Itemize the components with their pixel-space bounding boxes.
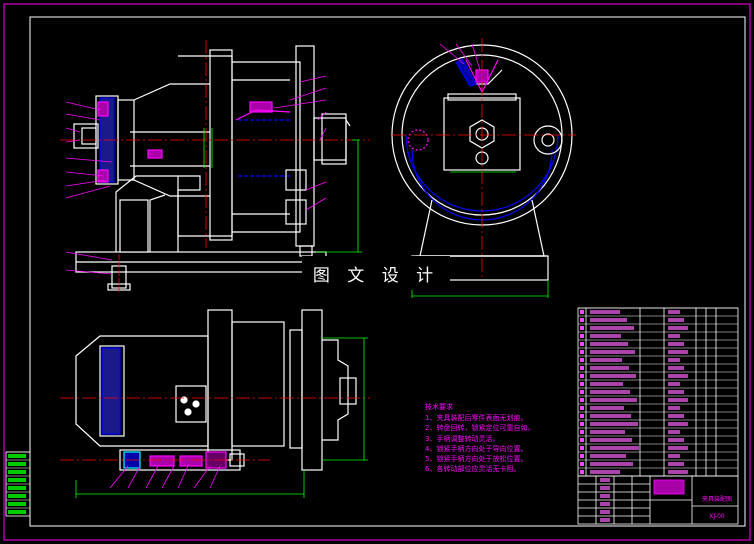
parts-row-index (580, 326, 584, 330)
parts-row-mark (668, 422, 688, 426)
parts-row-mark (668, 374, 688, 378)
notes-title: 技术要求 (425, 403, 453, 411)
stamp-row-mark (8, 462, 26, 466)
title-block-mark (600, 510, 610, 514)
parts-row-index (580, 462, 584, 466)
parts-row-mark (590, 358, 622, 362)
parts-row-mark (668, 366, 684, 370)
title-block-mark (600, 486, 610, 490)
parts-row-mark (668, 430, 680, 434)
stamp-row-mark (8, 486, 26, 490)
parts-row-mark (590, 334, 621, 338)
parts-row-mark (590, 318, 627, 322)
parts-row-index (580, 454, 584, 458)
parts-row-mark (590, 446, 639, 450)
parts-row-index (580, 406, 584, 410)
parts-row-index (580, 430, 584, 434)
parts-row-mark (590, 470, 620, 474)
parts-row-mark (590, 326, 634, 330)
parts-row-mark (668, 326, 688, 330)
front-view (60, 40, 370, 292)
parts-row-mark (590, 454, 626, 458)
parts-row-index (580, 438, 584, 442)
parts-row-index (580, 374, 584, 378)
parts-row-mark (590, 342, 628, 346)
stamp-row-mark (8, 502, 26, 506)
parts-row-mark (668, 382, 680, 386)
parts-row-index (580, 318, 584, 322)
parts-row-index (580, 422, 584, 426)
stamp-row-mark (8, 510, 26, 514)
drawing-name: 夹具装配图 (701, 496, 732, 503)
parts-row-mark (590, 390, 630, 394)
parts-row-mark (590, 382, 623, 386)
parts-row-index (580, 470, 584, 474)
parts-row-index (580, 414, 584, 418)
parts-row-mark (590, 350, 635, 354)
note-item: 6、各转动部位应灵活无卡阻。 (425, 465, 521, 474)
parts-row-mark (668, 342, 684, 346)
note-item: 3、手柄调整转动灵活。 (425, 434, 500, 443)
parts-row-mark (668, 438, 684, 442)
parts-row-mark (668, 462, 684, 466)
parts-row-mark (668, 406, 680, 410)
parts-row-mark (668, 446, 688, 450)
parts-row-mark (668, 454, 680, 458)
title-block (577, 475, 739, 525)
note-item: 1、夹具装配后零件表面无划痕。 (425, 414, 528, 423)
parts-row-index (580, 350, 584, 354)
parts-row-mark (590, 430, 625, 434)
parts-row-mark (590, 366, 629, 370)
parts-row-mark (668, 398, 688, 402)
outer-frame (3, 3, 751, 541)
parts-row-mark (590, 462, 633, 466)
parts-row-mark (590, 374, 636, 378)
parts-row-mark (668, 390, 684, 394)
parts-list (577, 307, 739, 477)
parts-row-mark (668, 350, 688, 354)
stamp-row-mark (8, 454, 26, 458)
parts-row-mark (668, 318, 684, 322)
title-block-mark (600, 502, 610, 506)
revision-stamp (5, 451, 31, 517)
parts-row-mark (590, 438, 632, 442)
title-block-mark (600, 518, 610, 522)
parts-row-index (580, 334, 584, 338)
side-view (391, 38, 576, 298)
parts-row-mark (668, 310, 680, 314)
stamp-row-mark (8, 470, 26, 474)
parts-row-mark (590, 414, 631, 418)
parts-row-index (580, 366, 584, 370)
parts-row-mark (590, 422, 638, 426)
title-block-mark (600, 494, 610, 498)
note-item: 5、锁紧手柄方向处于放松位置。 (425, 455, 528, 464)
parts-row-index (580, 398, 584, 402)
watermark: 图 文 设 计 (302, 256, 450, 290)
note-item: 4、锁紧手柄方向处于导向位置。 (425, 444, 528, 453)
stamp-row-mark (8, 494, 26, 498)
parts-row-index (580, 390, 584, 394)
parts-row-mark (668, 414, 684, 418)
inner-frame (29, 16, 746, 527)
parts-row-index (580, 382, 584, 386)
parts-row-index (580, 310, 584, 314)
parts-row-index (580, 358, 584, 362)
parts-row-mark (668, 358, 680, 362)
drawing-code: XJ-00 (709, 513, 725, 520)
parts-row-mark (668, 470, 688, 474)
stamp-row-mark (8, 478, 26, 482)
parts-row-mark (590, 398, 637, 402)
technical-notes: 技术要求 1、夹具装配后零件表面无划痕。 2、转盘回转，锁紧定位可靠自如。 3、… (425, 402, 534, 474)
title-block-mark (600, 478, 610, 482)
parts-row-mark (590, 406, 624, 410)
note-item: 2、转盘回转，锁紧定位可靠自如。 (425, 424, 535, 433)
parts-row-mark (668, 334, 680, 338)
parts-row-mark (590, 310, 620, 314)
top-view (60, 309, 370, 498)
parts-row-index (580, 342, 584, 346)
parts-row-index (580, 446, 584, 450)
